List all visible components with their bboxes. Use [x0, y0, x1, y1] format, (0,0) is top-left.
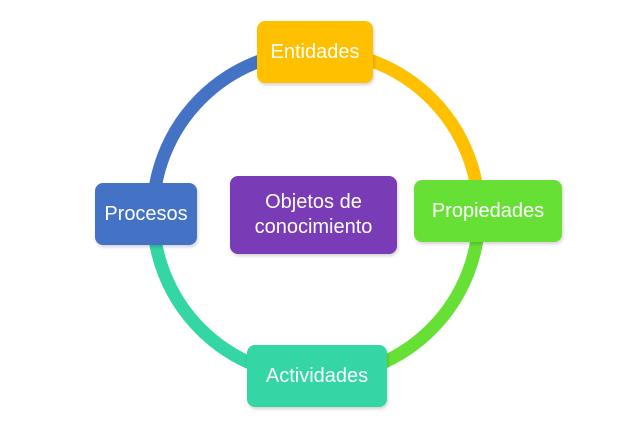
node-objetos-de-conocimiento: Objetos de conocimiento	[230, 176, 397, 254]
node-actividades: Actividades	[247, 345, 387, 407]
node-propiedades: Propiedades	[414, 180, 562, 242]
node-procesos: Procesos	[95, 183, 197, 245]
node-entidades: Entidades	[257, 21, 373, 83]
